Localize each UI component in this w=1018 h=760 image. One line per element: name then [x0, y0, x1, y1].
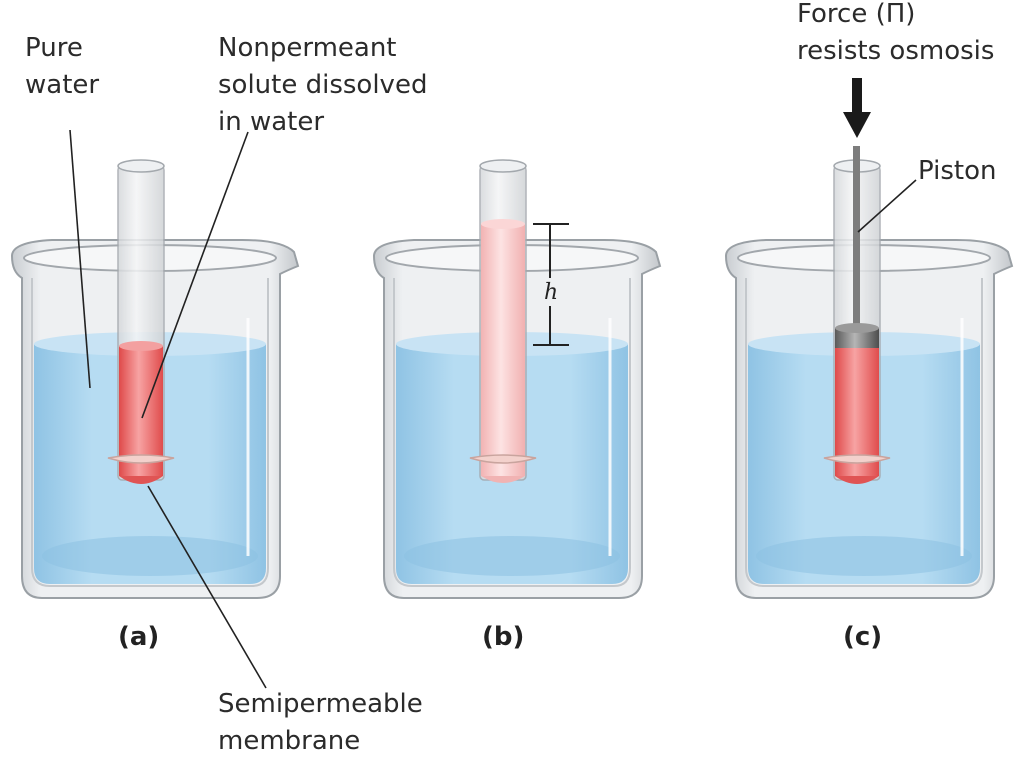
leader-membrane	[147, 485, 267, 689]
height-bracket	[533, 223, 569, 346]
leader-pure-water	[69, 129, 91, 389]
label-force: Force (Π) resists osmosis	[797, 0, 995, 66]
membrane-c	[823, 454, 891, 464]
leader-piston	[857, 179, 917, 233]
force-arrow	[843, 78, 871, 138]
panel-label-a: (a)	[118, 622, 160, 652]
label-membrane: Semipermeable membrane	[218, 689, 423, 756]
label-pure-water: Pure water	[25, 33, 100, 100]
piston-head	[835, 328, 879, 348]
membrane-b	[469, 454, 537, 464]
membrane-a	[107, 454, 175, 464]
tube-b	[469, 159, 537, 483]
tube-c	[823, 146, 891, 484]
tube-a	[107, 159, 175, 484]
piston-rod	[853, 146, 860, 328]
label-solute: Nonpermeant solute dissolved in water	[218, 33, 428, 137]
label-piston: Piston	[918, 156, 997, 186]
solution-b	[481, 224, 525, 476]
leader-solute	[141, 131, 249, 419]
panel-label-b: (b)	[482, 622, 525, 652]
label-height: h	[544, 280, 559, 305]
panel-label-c: (c)	[843, 622, 883, 652]
